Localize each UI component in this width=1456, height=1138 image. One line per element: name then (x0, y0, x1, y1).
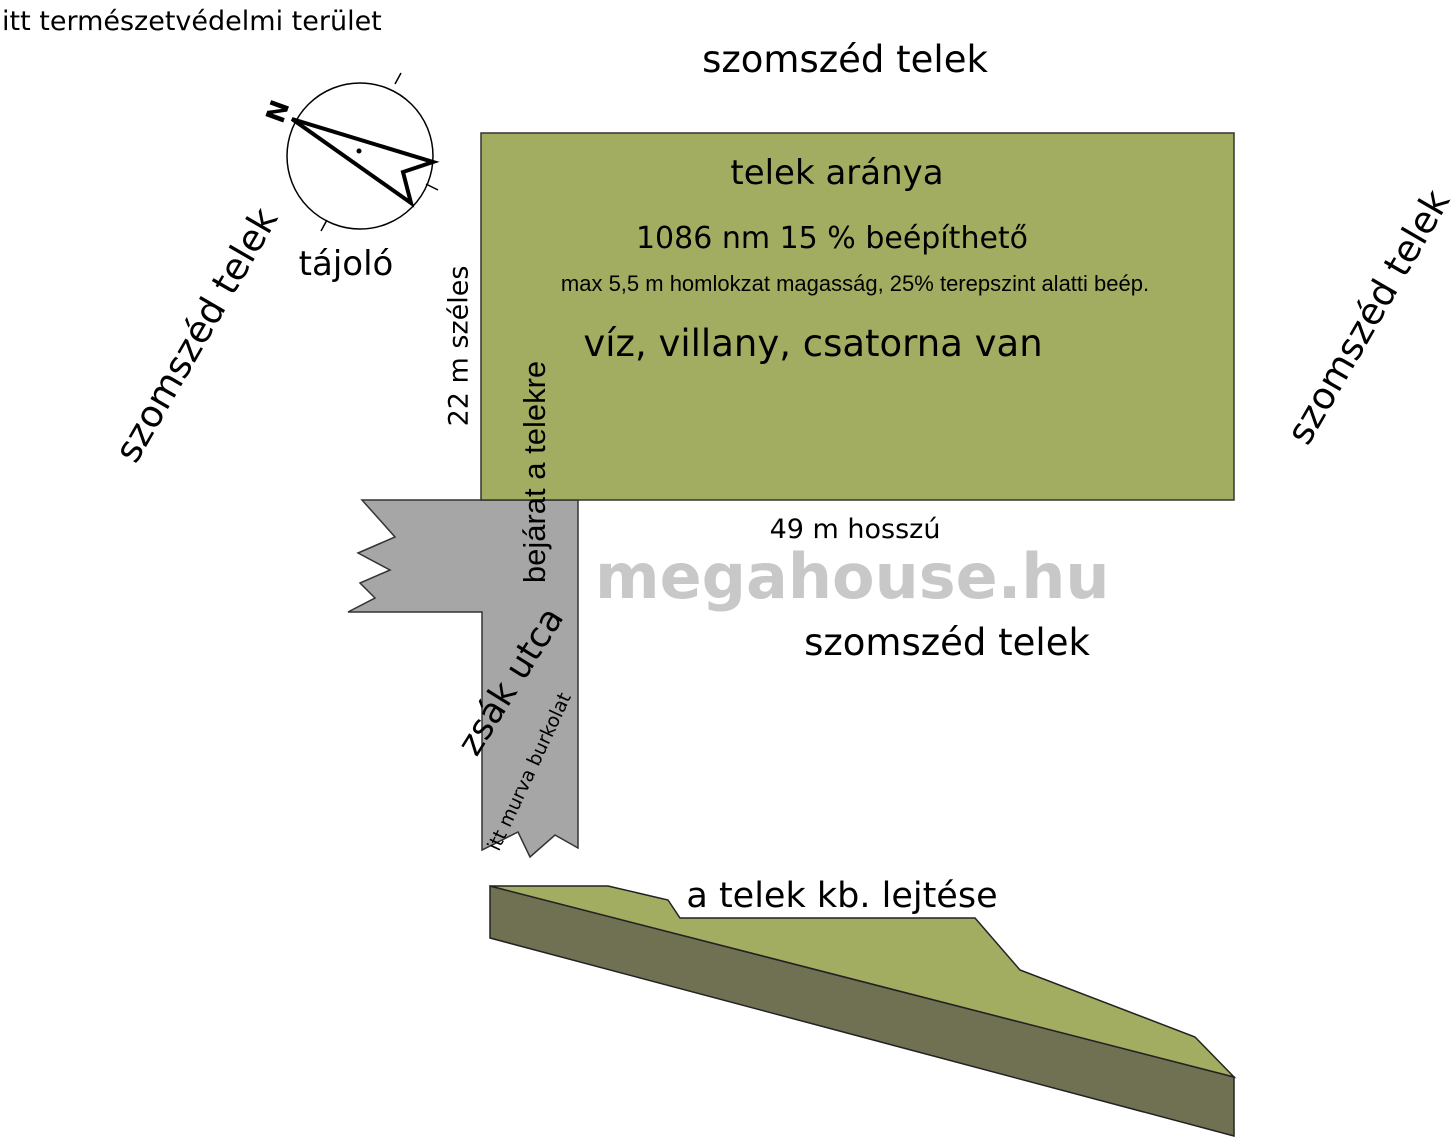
road-shape (347, 499, 579, 859)
compass: N (261, 72, 440, 232)
slope-title: a telek kb. lejtése (686, 876, 997, 916)
neighbor-top-label: szomszéd telek (702, 38, 988, 81)
plot-title: telek aránya (730, 153, 943, 193)
neighbor-bottom-label: szomszéd telek (804, 621, 1090, 664)
plot-limits: max 5,5 m homlokzat magasság, 25% tereps… (561, 271, 1149, 296)
plot-area: 1086 nm 15 % beépíthető (636, 221, 1028, 256)
north-arrow-icon (290, 117, 440, 208)
neighbor-left-label: szomszéd telek (106, 200, 286, 470)
width-label: 22 m széles (444, 266, 475, 427)
nature-reserve-label: itt természetvédelmi terület (2, 6, 382, 37)
compass-label: tájoló (299, 244, 394, 284)
watermark: megahouse.hu (595, 540, 1110, 613)
plot-rectangle (480, 132, 1235, 501)
slope-profile (489, 885, 1237, 1137)
length-label: 49 m hosszú (770, 514, 941, 545)
neighbor-right-label: szomszéd telek (1278, 182, 1456, 452)
plot-utilities: víz, villany, csatorna van (583, 322, 1042, 365)
compass-north-letter: N (261, 96, 297, 127)
entrance-label: bejárat a telekre (517, 361, 552, 583)
